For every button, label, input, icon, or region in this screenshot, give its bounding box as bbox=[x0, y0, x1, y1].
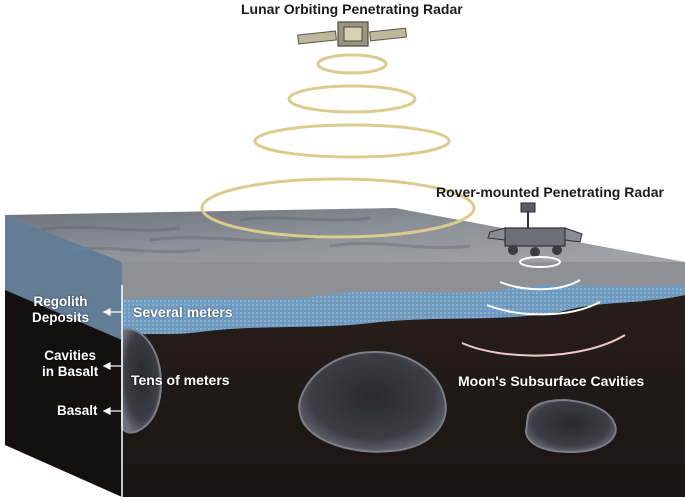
rover-radar-waves bbox=[486, 256, 601, 316]
cavity-right bbox=[524, 398, 617, 454]
label-arrows bbox=[102, 308, 121, 415]
orbiter-label: Lunar Orbiting Penetrating Radar bbox=[241, 1, 463, 17]
cavities-label-line1: Cavities bbox=[44, 348, 97, 363]
cavities-label: Cavities in Basalt bbox=[42, 348, 98, 379]
surface-texture bbox=[39, 216, 471, 254]
regolith-label: Regolith Deposits bbox=[32, 294, 89, 325]
satellite-icon bbox=[297, 21, 407, 47]
regolith-side-band bbox=[5, 215, 122, 340]
tens-of-meters-label: Tens of meters bbox=[131, 372, 230, 388]
cavity-center bbox=[298, 350, 447, 453]
regolith-label-line1: Regolith bbox=[33, 294, 88, 309]
basalt-label: Basalt bbox=[57, 403, 98, 418]
regolith-label-line2: Deposits bbox=[32, 309, 90, 325]
several-meters-label: Several meters bbox=[133, 304, 233, 320]
orbiter-radar-rings bbox=[200, 53, 476, 239]
cavity-left bbox=[121, 328, 162, 434]
rover-label: Rover-mounted Penetrating Radar bbox=[436, 184, 664, 200]
lunar-surface-top bbox=[5, 208, 685, 262]
rover-icon bbox=[487, 202, 583, 257]
surface-edge-band bbox=[122, 262, 685, 300]
cavity-reflection-wave bbox=[461, 334, 626, 357]
cavities-label-line2: in Basalt bbox=[42, 363, 99, 379]
subsurface-cavities-label: Moon's Subsurface Cavities bbox=[458, 373, 645, 389]
